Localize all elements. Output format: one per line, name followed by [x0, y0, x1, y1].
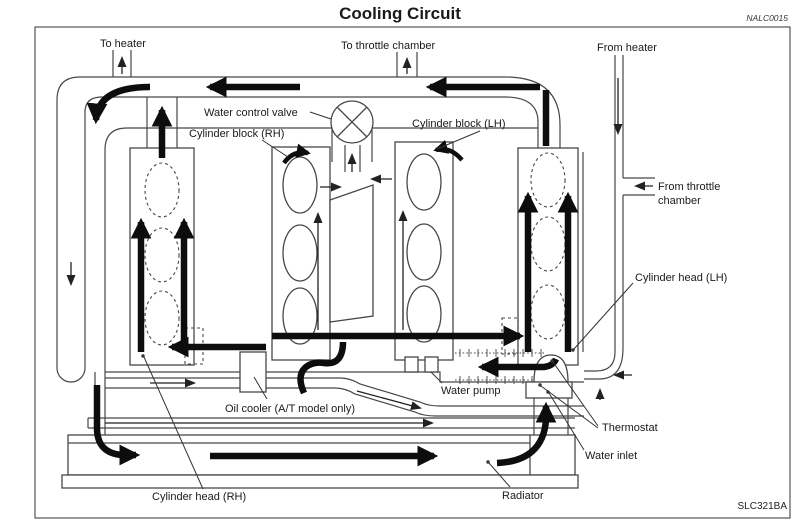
pipe-network [56, 50, 655, 435]
svg-text:chamber: chamber [658, 195, 701, 207]
label-to-throttle-chamber: To throttle chamber [341, 40, 435, 52]
flow-arrow [93, 385, 141, 466]
coolant-jacket-ellipse [144, 227, 180, 283]
water-inlet-shape [525, 381, 573, 399]
water-control-valve-symbol [330, 100, 374, 144]
flow-arrow [433, 139, 464, 162]
figure-code-bottom: SLC321BA [738, 501, 788, 512]
cylinder-bore-ellipse [406, 223, 442, 281]
cylinder-bore-ellipse [282, 287, 318, 345]
flow-arrow [477, 356, 559, 378]
label-cylinder-block-lh: Cylinder block (LH) [412, 118, 506, 130]
flow-arrows-thick [86, 76, 579, 467]
to-heater-pipe [112, 50, 132, 77]
label-cylinder-block-rh: Cylinder block (RH) [189, 128, 284, 140]
water-pump-shape [404, 356, 439, 373]
label-radiator: Radiator [502, 490, 544, 502]
cylinder-bore-ellipse [406, 153, 442, 211]
label-from-throttle-chamber: From throttle chamber [658, 181, 720, 207]
hidden-passage-dotted [455, 349, 545, 384]
page-title: Cooling Circuit [339, 4, 461, 23]
figure-code-top: NALC0015 [746, 13, 788, 23]
radiator-top-pipe [87, 417, 575, 429]
cylinder-block-lh-shape [394, 141, 454, 361]
engine-outline [104, 127, 584, 383]
rh-head-neck [146, 97, 178, 148]
center-gallery-shape [329, 184, 374, 323]
label-cylinder-head-lh: Cylinder head (LH) [635, 272, 727, 284]
flow-segment [297, 341, 347, 395]
radiator-shape [61, 434, 579, 489]
from-heater-pipe [584, 55, 616, 372]
label-water-inlet: Water inlet [585, 450, 637, 462]
radiator-base [61, 474, 579, 489]
label-thermostat: Thermostat [602, 422, 658, 434]
label-cylinder-head-rh: Cylinder head (RH) [152, 491, 246, 503]
flow-arrow-thin [356, 390, 422, 410]
oil-cooler-pipe [105, 377, 584, 407]
diagram-frame [34, 26, 791, 519]
valve-x-icon [336, 106, 368, 138]
coolant-jacket-ellipse [144, 290, 180, 346]
flow-arrows-thin [66, 56, 653, 428]
cylinder-block-rh-shape [271, 146, 331, 361]
label-from-heater: From heater [597, 42, 657, 54]
flow-arrow [282, 143, 311, 165]
flow-arrow [496, 401, 557, 467]
label-water-pump: Water pump [441, 385, 501, 397]
oil-cooler-shape [239, 351, 267, 393]
leader-lines [141, 111, 634, 490]
svg-text:From throttle: From throttle [658, 181, 720, 193]
to-throttle-pipe [396, 52, 418, 77]
cylinder-bore-ellipse [282, 224, 318, 282]
label-oil-cooler: Oil cooler (A/T model only) [225, 403, 355, 415]
heater-return-pipe [56, 76, 103, 383]
label-water-control-valve: Water control valve [204, 107, 298, 119]
flow-arrow [86, 83, 151, 125]
coolant-jacket-ellipse [144, 162, 180, 218]
cylinder-bore-ellipse [406, 285, 442, 343]
label-to-heater: To heater [100, 38, 146, 50]
inlet-column [533, 398, 569, 435]
coolant-jacket-ellipse [530, 152, 566, 208]
